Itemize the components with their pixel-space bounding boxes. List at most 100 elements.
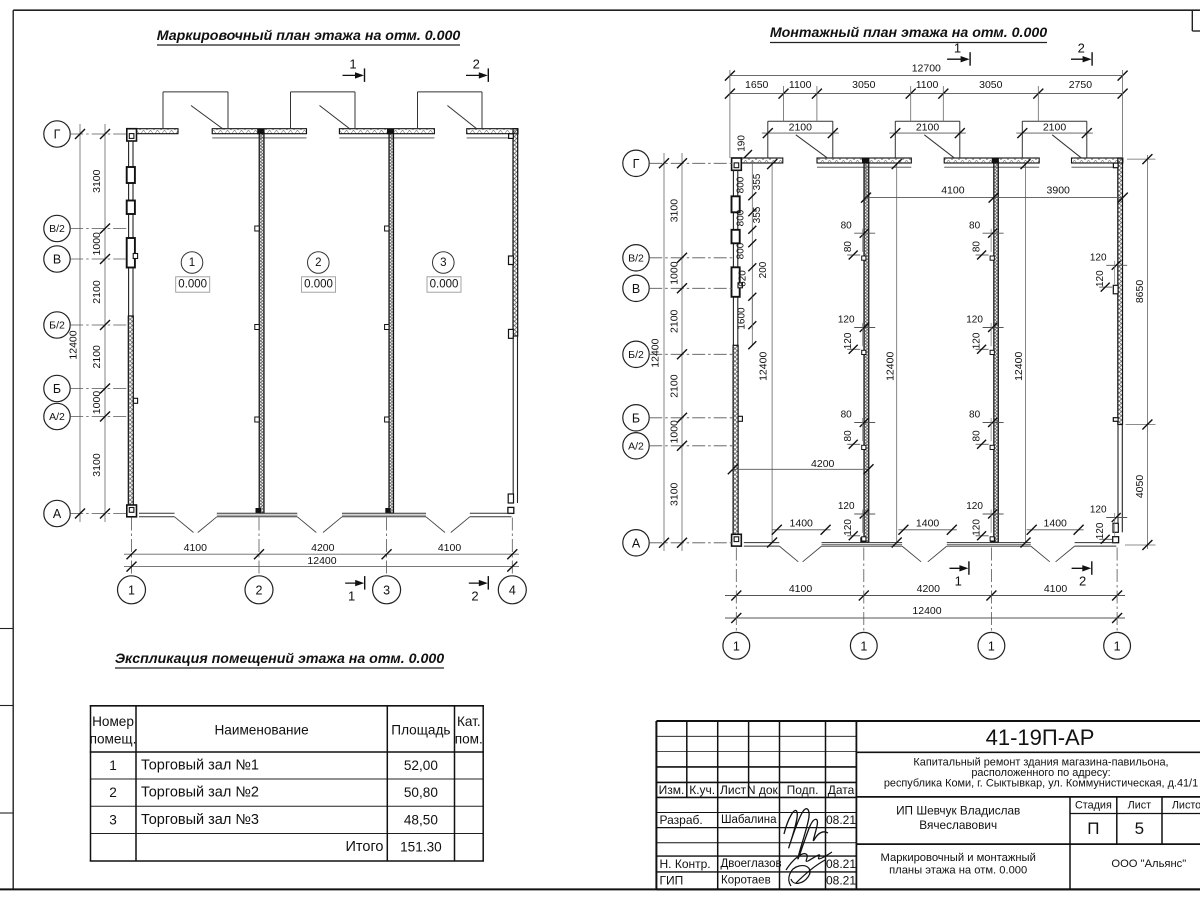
svg-text:Итого: Итого	[346, 839, 384, 855]
svg-text:12400: 12400	[649, 338, 661, 367]
svg-text:3050: 3050	[852, 79, 876, 91]
svg-text:Двоеглазов: Двоеглазов	[721, 858, 782, 870]
svg-text:Коротаев: Коротаев	[721, 875, 771, 887]
svg-text:1: 1	[733, 639, 740, 653]
svg-text:1: 1	[954, 41, 961, 56]
svg-text:Экспликация помещений этажа на: Экспликация помещений этажа на отм. 0.00…	[115, 651, 444, 667]
svg-text:2: 2	[1079, 573, 1086, 588]
svg-text:80: 80	[843, 241, 854, 253]
svg-text:1000: 1000	[91, 232, 103, 256]
svg-text:Б: Б	[632, 411, 640, 425]
svg-text:120: 120	[843, 332, 854, 349]
svg-text:1000: 1000	[669, 420, 681, 444]
svg-text:Разраб.: Разраб.	[660, 813, 703, 827]
svg-text:50,80: 50,80	[404, 785, 438, 800]
svg-text:1: 1	[109, 758, 117, 773]
svg-text:3100: 3100	[669, 199, 681, 223]
svg-text:80: 80	[841, 220, 853, 231]
svg-text:Монтажный план этажа на отм. 0: Монтажный план этажа на отм. 0.000	[770, 25, 1047, 41]
svg-text:08.21: 08.21	[826, 813, 856, 827]
svg-text:120: 120	[838, 501, 855, 512]
svg-text:4200: 4200	[311, 542, 335, 554]
svg-text:Листо: Листо	[1172, 799, 1200, 811]
svg-text:52,00: 52,00	[404, 758, 438, 773]
svg-text:2: 2	[471, 589, 478, 604]
svg-text:Б/2: Б/2	[49, 320, 65, 332]
svg-text:120: 120	[843, 519, 854, 536]
svg-text:Дата: Дата	[828, 783, 855, 797]
svg-text:2100: 2100	[91, 280, 103, 304]
svg-text:Лист: Лист	[1128, 799, 1152, 811]
svg-text:12400: 12400	[884, 352, 896, 381]
svg-text:2750: 2750	[1069, 79, 1093, 91]
svg-text:120: 120	[966, 315, 983, 326]
svg-text:Торговый зал №3: Торговый зал №3	[141, 812, 259, 828]
svg-text:08.21: 08.21	[826, 857, 856, 871]
svg-text:3100: 3100	[91, 453, 103, 477]
svg-text:В/2: В/2	[628, 252, 644, 264]
svg-text:120: 120	[966, 501, 983, 512]
svg-text:2: 2	[473, 57, 480, 72]
svg-text:Г: Г	[633, 157, 640, 171]
svg-text:А: А	[53, 507, 62, 521]
svg-text:Площадь: Площадь	[391, 723, 450, 738]
svg-text:08.21: 08.21	[826, 874, 856, 888]
svg-text:2100: 2100	[916, 122, 940, 134]
svg-text:3100: 3100	[669, 482, 681, 506]
svg-text:12700: 12700	[912, 63, 941, 75]
svg-text:200: 200	[758, 261, 769, 278]
svg-text:планы этажа на отм. 0.000: планы этажа на отм. 0.000	[889, 864, 1027, 876]
svg-text:80: 80	[841, 410, 853, 421]
svg-text:800: 800	[736, 209, 747, 226]
svg-text:Б/2: Б/2	[628, 349, 644, 361]
svg-text:2: 2	[256, 583, 263, 597]
svg-text:4100: 4100	[941, 184, 965, 196]
svg-text:0.000: 0.000	[430, 279, 459, 291]
svg-text:120: 120	[1090, 505, 1107, 516]
svg-text:Лист: Лист	[720, 783, 747, 797]
svg-text:2: 2	[109, 785, 117, 800]
svg-text:Номер: Номер	[92, 714, 134, 729]
svg-text:3100: 3100	[91, 169, 103, 193]
svg-text:В/2: В/2	[49, 223, 65, 235]
svg-text:N док.: N док.	[747, 783, 781, 797]
svg-text:П: П	[1087, 819, 1099, 838]
svg-text:Капитальный ремонт здания мага: Капитальный ремонт здания магазина-павил…	[913, 756, 1168, 768]
svg-text:Торговый зал №1: Торговый зал №1	[141, 758, 259, 774]
svg-text:республика Коми, г. Сыктывкар,: республика Коми, г. Сыктывкар, ул. Комму…	[884, 778, 1198, 790]
svg-text:2100: 2100	[1043, 122, 1067, 134]
svg-text:80: 80	[969, 220, 981, 231]
svg-text:4100: 4100	[184, 542, 208, 554]
svg-text:41-19П-АР: 41-19П-АР	[986, 725, 1095, 750]
svg-text:1400: 1400	[790, 518, 814, 530]
svg-text:Г: Г	[54, 128, 61, 142]
svg-text:расположенного по адресу:: расположенного по адресу:	[971, 767, 1110, 779]
svg-text:120: 120	[1090, 253, 1107, 264]
svg-text:1: 1	[349, 57, 356, 72]
svg-text:4100: 4100	[1044, 583, 1068, 595]
svg-text:1000: 1000	[91, 391, 103, 415]
svg-text:12400: 12400	[1013, 352, 1025, 381]
svg-text:1: 1	[348, 589, 355, 604]
svg-text:120: 120	[972, 519, 983, 536]
svg-text:1: 1	[860, 639, 867, 653]
svg-text:1100: 1100	[789, 79, 812, 91]
svg-text:80: 80	[843, 430, 854, 442]
svg-text:Стадия: Стадия	[1075, 799, 1112, 811]
svg-text:Изм.: Изм.	[659, 783, 685, 797]
svg-text:1: 1	[988, 639, 995, 653]
svg-text:ИП Шевчук Владислав: ИП Шевчук Владислав	[896, 803, 1020, 817]
svg-text:4200: 4200	[917, 583, 941, 595]
svg-text:8650: 8650	[1134, 280, 1146, 304]
svg-text:Подп.: Подп.	[787, 783, 819, 797]
svg-text:120: 120	[972, 332, 983, 349]
svg-text:Вячеславович: Вячеславович	[919, 818, 997, 832]
svg-text:1400: 1400	[1044, 518, 1068, 530]
svg-text:0.000: 0.000	[178, 279, 207, 291]
svg-text:3900: 3900	[1047, 184, 1071, 196]
svg-text:пом.: пом.	[455, 732, 483, 747]
svg-text:Кат.: Кат.	[457, 714, 481, 729]
svg-text:12400: 12400	[68, 330, 80, 359]
svg-text:Торговый зал №2: Торговый зал №2	[141, 785, 259, 801]
svg-text:1000: 1000	[669, 261, 681, 285]
